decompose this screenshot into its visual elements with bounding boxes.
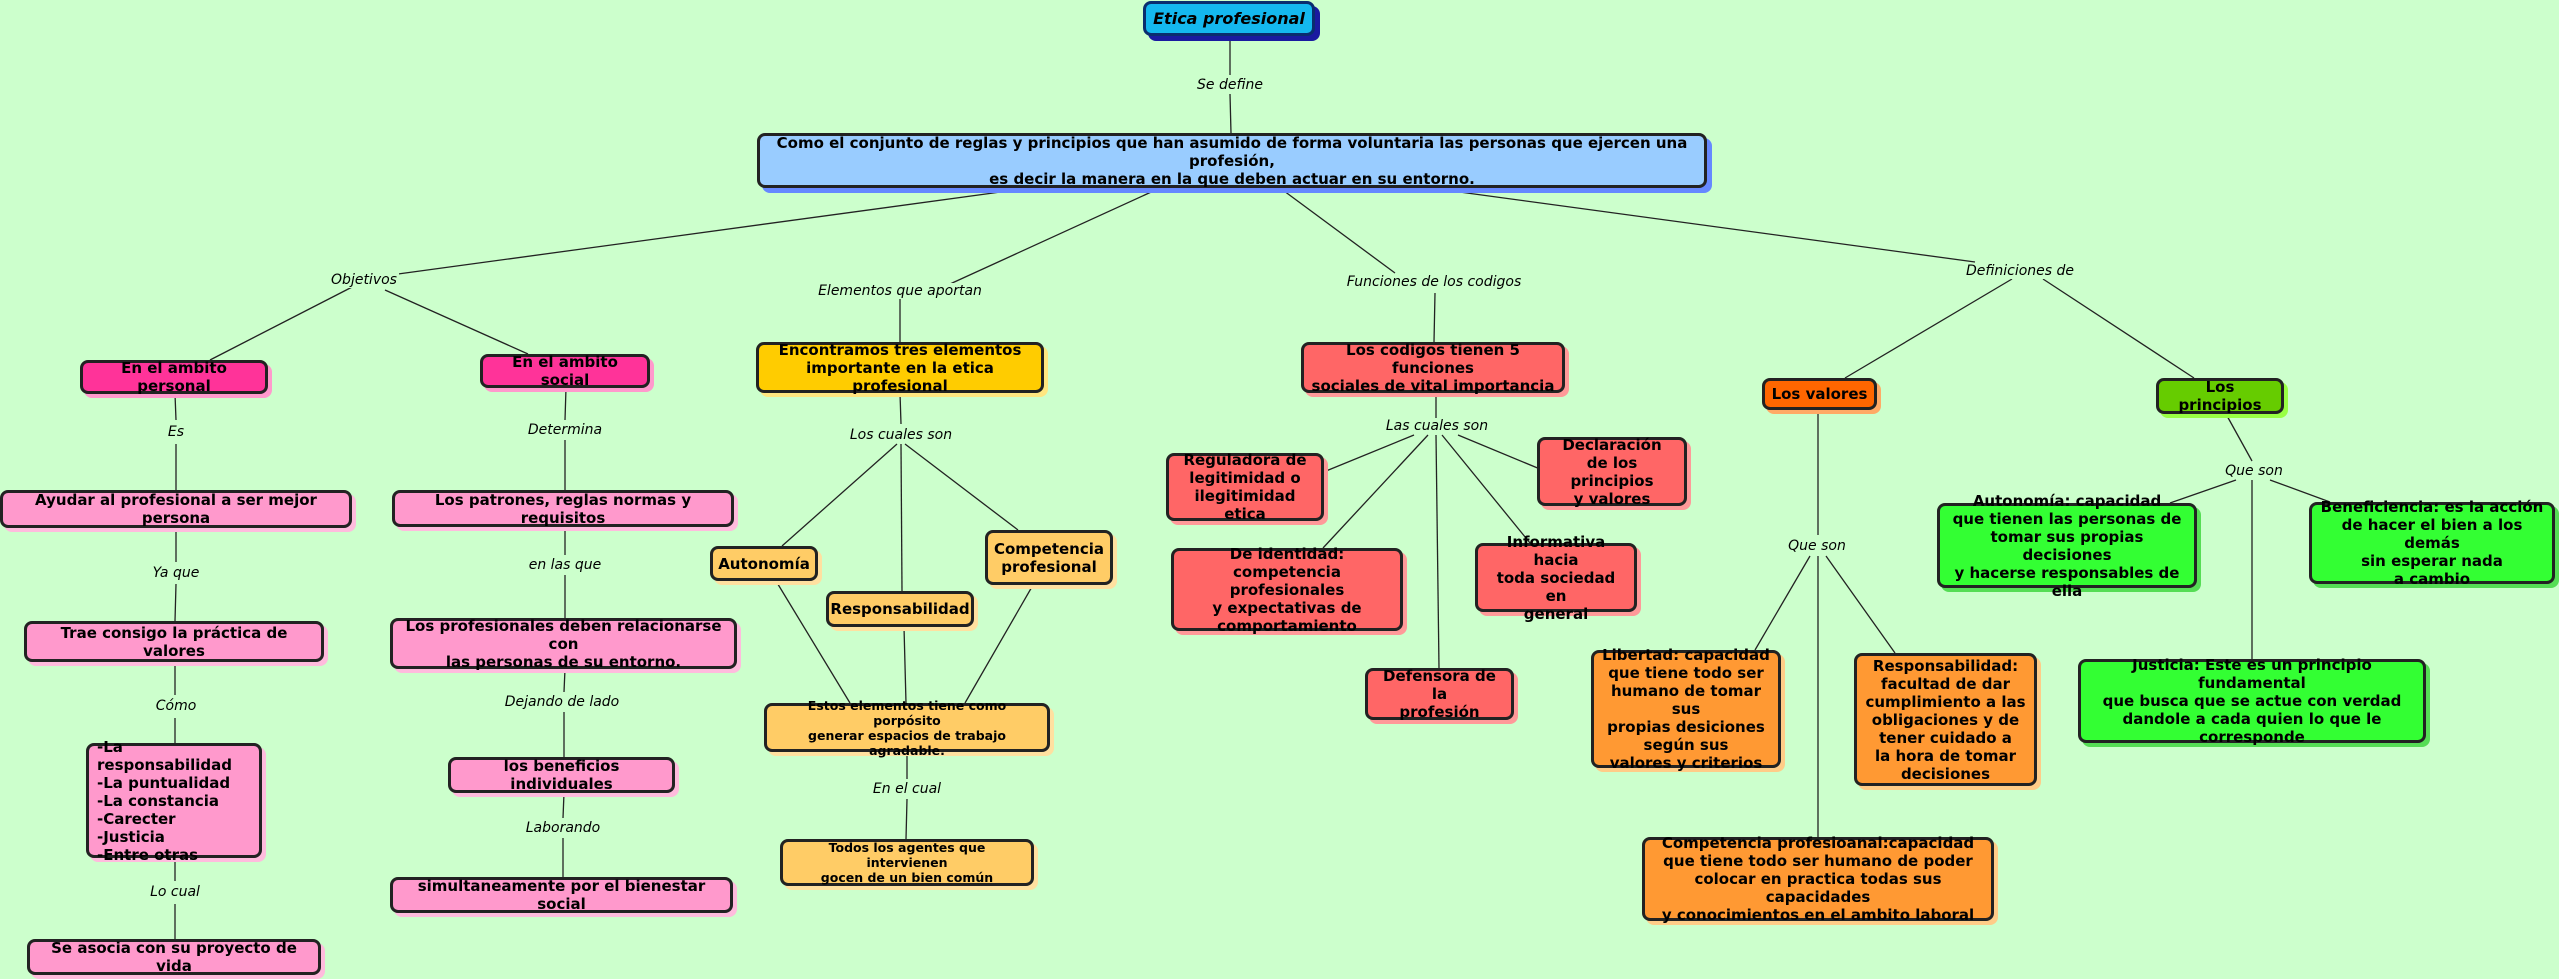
node-beneficios-individuales[interactable]: los beneficios individuales [448, 757, 675, 793]
node-ayudar[interactable]: Ayudar al profesional a ser mejor person… [0, 490, 352, 528]
link-se-define: Se define [1195, 77, 1265, 93]
node-competencia[interactable]: Competencia profesional [985, 530, 1113, 585]
title-node[interactable]: Etica profesional [1143, 1, 1315, 36]
node-autonomia-principio[interactable]: Autonomía: capacidad que tienen las pers… [1937, 492, 2197, 600]
node-ambito-personal[interactable]: En el ambito personal [80, 359, 268, 395]
node-lista-valores[interactable]: -La responsabilidad -La puntualidad -La … [86, 738, 262, 864]
node-autonomia[interactable]: Autonomía [710, 546, 818, 581]
node-reguladora[interactable]: Reguladora de legitimidad o ilegitimidad… [1166, 451, 1324, 523]
link-los-cuales-son: Los cuales son [847, 427, 955, 443]
link-valores-que-son: Que son [1786, 538, 1848, 554]
branch-elementos: Elementos que aportan [816, 283, 984, 299]
node-libertad[interactable]: Libertad: capacidad que tiene todo ser h… [1591, 646, 1781, 772]
link-dejando-de-lado: Dejando de lado [502, 694, 622, 710]
definition-node[interactable]: Como el conjunto de reglas y principios … [757, 133, 1707, 188]
node-identidad[interactable]: De identidad: competencia profesionales … [1171, 545, 1403, 635]
link-las-cuales-son: Las cuales son [1383, 418, 1491, 434]
branch-funciones: Funciones de los codigos [1344, 274, 1524, 290]
node-bienestar-social[interactable]: simultaneamente por el bienestar social [390, 877, 733, 913]
node-declaracion[interactable]: Declaración de los principios y valores [1537, 436, 1687, 508]
node-relacionarse[interactable]: Los profesionales deben relacionarse con… [390, 617, 737, 671]
link-principios-que-son: Que son [2223, 463, 2285, 479]
node-cinco-funciones[interactable]: Los codigos tienen 5 funciones sociales … [1301, 341, 1565, 395]
node-responsabilidad-valor[interactable]: Responsabilidad: facultad de dar cumplim… [1854, 653, 2037, 786]
link-en-el-cual: En el cual [870, 781, 944, 797]
node-ambito-social[interactable]: En el ambito social [480, 353, 650, 389]
branch-definiciones: Definiciones de [1963, 263, 2077, 279]
link-lo-cual: Lo cual [148, 884, 202, 900]
node-justicia[interactable]: Justicia: Este es un principio fundament… [2078, 656, 2426, 746]
title-text: Etica profesional [1153, 8, 1305, 28]
link-en-las-que: en las que [526, 557, 604, 573]
node-defensora[interactable]: Defensora de la profesión [1365, 667, 1514, 721]
node-informativa[interactable]: Informativa hacia toda sociedad en gener… [1475, 533, 1637, 623]
link-es: Es [165, 424, 187, 440]
link-como: Cómo [153, 698, 199, 714]
node-competencia-profesional[interactable]: Competencia profesioanal:capacidad que t… [1642, 834, 1994, 924]
node-tres-elementos[interactable]: Encontramos tres elementos importante en… [756, 341, 1044, 395]
node-bien-comun[interactable]: Todos los agentes que intervienen gocen … [780, 839, 1034, 886]
node-espacios-trabajo[interactable]: Estos elementos tiene como porpósito gen… [764, 698, 1050, 758]
node-los-principios[interactable]: Los principios [2156, 378, 2284, 414]
link-laborando: Laborando [523, 820, 603, 836]
node-los-valores[interactable]: Los valores [1762, 378, 1877, 410]
link-determina: Determina [525, 422, 605, 438]
node-proyecto-vida[interactable]: Se asocia con su proyecto de vida [27, 939, 321, 975]
node-trae-valores[interactable]: Trae consigo la práctica de valores [24, 621, 324, 662]
node-patrones[interactable]: Los patrones, reglas normas y requisitos [392, 490, 734, 527]
definition-text: Como el conjunto de reglas y principios … [776, 133, 1688, 188]
node-beneficencia[interactable]: Beneficiencia: es la acción de hacer el … [2309, 498, 2555, 588]
branch-objetivos: Objetivos [329, 272, 399, 288]
node-responsabilidad[interactable]: Responsabilidad [826, 591, 974, 627]
link-ya-que: Ya que [150, 565, 202, 581]
